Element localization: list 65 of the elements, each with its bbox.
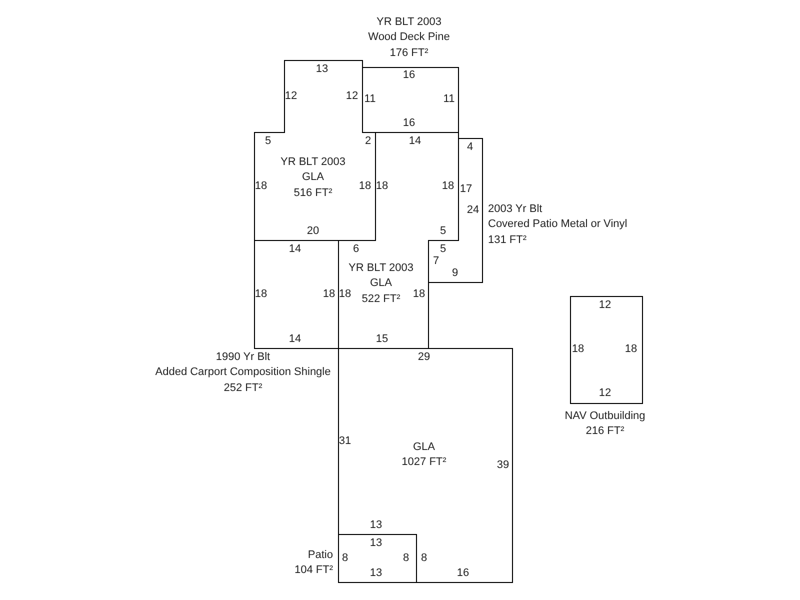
dimension-label: 20 [306,225,320,237]
dimension-label: 8 [420,552,428,564]
dimension-label: 16 [402,117,416,129]
dimension-label: 16 [402,69,416,81]
area-label: 1027 FT² [402,455,446,470]
area-label: Patio [308,548,333,562]
dimension-label: 5 [264,135,272,147]
area-label: GLA [302,170,324,186]
area-label: Added Carport Composition Shingle [155,365,331,380]
area-label: GLA [413,440,435,454]
area-label: YR BLT 2003 [280,154,346,170]
dimension-label: 39 [496,459,510,471]
dimension-label: 8 [342,552,348,564]
dimension-label: 14 [288,333,302,345]
dimension-label: 15 [376,333,388,345]
dimension-label: 5 [440,243,446,255]
area-label: 131 FT² [488,232,527,248]
dimension-label: 13 [370,567,382,579]
area-label: YR BLT 2003 [376,14,442,30]
dimension-label: 2 [364,135,372,147]
dimension-label: 13 [316,63,328,75]
area-label: 522 FT² [362,292,400,307]
dimension-label: 18 [322,288,336,300]
dimension-label: 12 [598,387,612,399]
dimension-label: 13 [370,519,382,531]
dimension-label: 13 [370,537,382,549]
dimension-label: 16 [456,567,470,579]
area-label: 252 FT² [224,380,262,396]
area-label: GLA [370,276,392,292]
dimension-label: 14 [408,135,422,147]
dimension-label: 12 [346,90,358,102]
area-label: 1990 Yr Blt [216,350,270,365]
area-label: 216 FT² [586,424,624,439]
dimension-label: 4 [466,141,474,153]
area-label: Wood Deck Pine [368,30,450,46]
dimension-label: 31 [338,435,352,447]
area-label: 176 FT² [390,46,428,61]
dimension-label: 18 [442,180,454,192]
dimension-label: 18 [376,180,388,192]
dimension-label: 18 [338,288,352,300]
dimension-label: 12 [598,299,612,311]
dimension-label: 18 [624,343,638,355]
dimension-label: 29 [418,351,430,363]
area-label: 104 FT² [294,563,333,578]
dimension-label: 17 [460,183,472,195]
dimension-label: 14 [288,243,302,255]
area-label: NAV Outbuilding [564,408,646,424]
area-label: 2003 Yr Blt [488,202,542,217]
dimension-label: 12 [284,90,298,102]
dimension-label: 18 [254,288,268,300]
dimension-label: 18 [358,180,372,192]
dimension-label: 24 [466,204,480,216]
area-label: Covered Patio Metal or Vinyl [488,217,628,232]
dimension-label: 5 [440,225,446,237]
dimension-label: 8 [402,552,410,564]
area-label: YR BLT 2003 [348,260,414,276]
dimension-label: 18 [572,343,584,355]
area-label: 516 FT² [294,186,332,201]
dimension-label: 18 [412,288,426,300]
dimension-label: 11 [364,93,376,105]
dimension-label: 7 [432,255,440,267]
dimension-label: 11 [443,93,455,105]
dimension-label: 9 [452,267,458,279]
dimension-label: 6 [352,243,360,255]
dimension-label: 18 [254,180,268,192]
